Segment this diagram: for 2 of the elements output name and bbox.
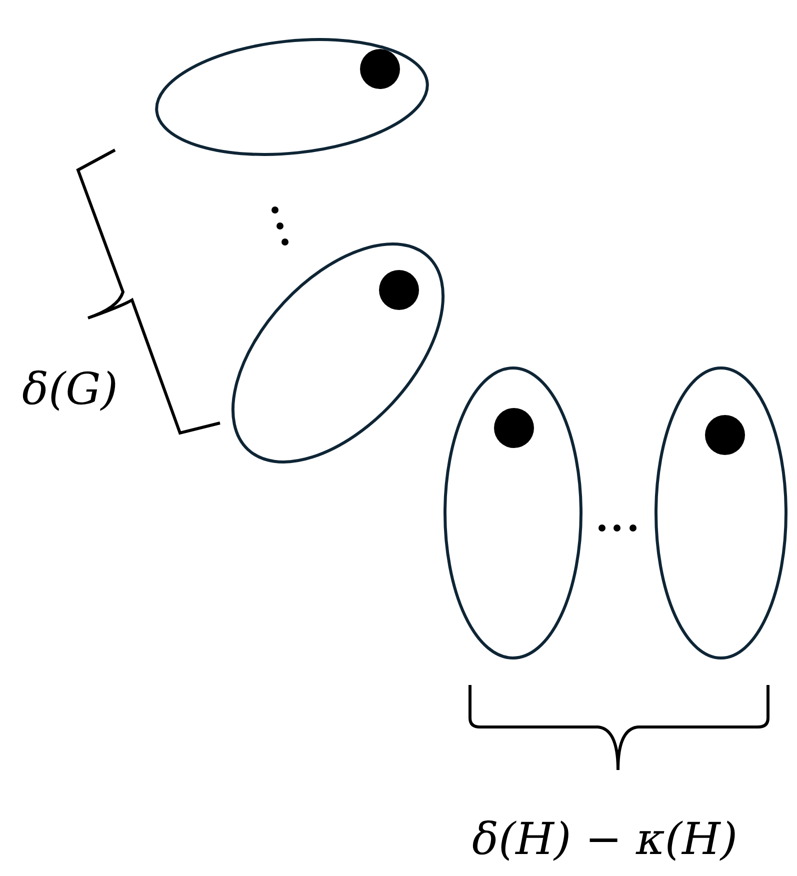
math-label: δ(H) − κ(H)	[472, 818, 738, 862]
math-label: δ(G)	[22, 368, 118, 412]
